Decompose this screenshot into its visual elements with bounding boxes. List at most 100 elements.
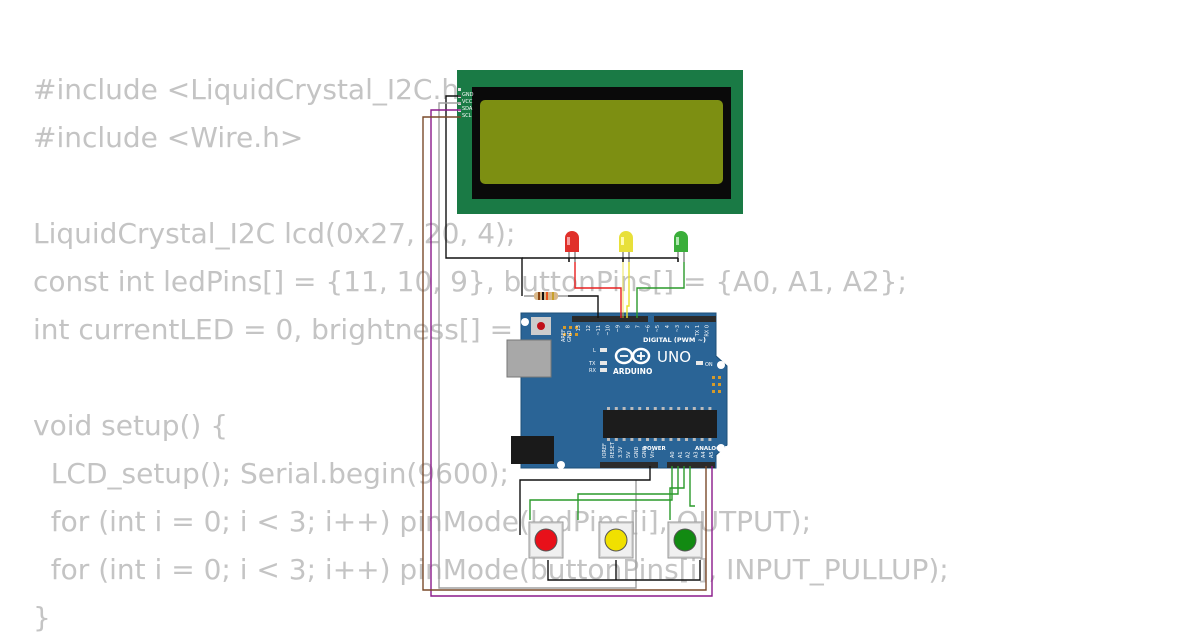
lcd-pin-scl: SCL bbox=[462, 113, 472, 119]
pin-label: ~11 bbox=[596, 325, 602, 336]
wire-led-red bbox=[574, 262, 622, 318]
wire-lcd-scl bbox=[422, 116, 707, 591]
rx-led bbox=[600, 368, 607, 372]
button-red[interactable] bbox=[528, 521, 564, 559]
wire-btn-red bbox=[529, 466, 673, 520]
pin-label: ~3 bbox=[675, 325, 681, 332]
pin-label: ~5 bbox=[655, 325, 661, 332]
wire-led-yellow bbox=[626, 262, 630, 318]
button-red-cap bbox=[534, 528, 558, 552]
button-green[interactable] bbox=[667, 521, 703, 559]
resistor[interactable] bbox=[524, 292, 568, 300]
lcd-pin-gnd: GND bbox=[462, 92, 474, 98]
reset-button[interactable] bbox=[537, 322, 545, 330]
mounting-hole bbox=[557, 461, 565, 469]
digital-header bbox=[572, 316, 648, 322]
wire-resistor-gnd bbox=[568, 295, 599, 318]
pin-label: GND bbox=[634, 446, 640, 458]
digital-header bbox=[654, 316, 716, 322]
chip-pin bbox=[700, 438, 704, 441]
wire-btn-green bbox=[669, 466, 685, 520]
code-line: #include <LiquidCrystal_I2C.h> bbox=[33, 73, 483, 106]
led-green[interactable] bbox=[674, 231, 688, 262]
wires bbox=[422, 95, 713, 597]
code-line: #include <Wire.h> bbox=[33, 121, 304, 154]
chip-pin bbox=[685, 438, 688, 441]
chip-pin bbox=[669, 407, 673, 410]
button-yellow-cap bbox=[604, 528, 628, 552]
wire-btn-gnd bbox=[519, 466, 701, 581]
pin-label: Vin bbox=[650, 450, 656, 458]
wire-lcd-sda bbox=[430, 109, 713, 597]
wire-btn-green-2 bbox=[689, 466, 695, 507]
pin-label: GND bbox=[642, 446, 648, 458]
chip-pin bbox=[607, 438, 610, 441]
lcd-module[interactable]: GND VCC SDA SCL bbox=[457, 70, 743, 214]
usb-connector bbox=[506, 339, 552, 378]
mounting-hole bbox=[717, 444, 725, 452]
button-yellow[interactable] bbox=[598, 521, 634, 559]
chip-pin bbox=[708, 407, 712, 410]
pin-label: 3.3V bbox=[618, 446, 624, 458]
wire-btn-yellow bbox=[577, 466, 679, 520]
pin-label: A0 bbox=[670, 451, 676, 458]
pin-label: A5 bbox=[709, 451, 715, 458]
chip-pin bbox=[677, 438, 681, 441]
chip-pin bbox=[692, 407, 696, 410]
analog-header bbox=[667, 462, 715, 468]
lcd-screen bbox=[480, 100, 723, 184]
rx-label: RX bbox=[589, 368, 596, 374]
l-label: L bbox=[593, 348, 596, 354]
pin-label: ~9 bbox=[616, 325, 622, 332]
led-red[interactable] bbox=[565, 231, 579, 262]
led-red-body bbox=[565, 231, 579, 252]
mounting-hole bbox=[521, 318, 529, 326]
analog-label: ANALOG IN bbox=[695, 446, 730, 452]
pin-label: 7 bbox=[635, 325, 641, 328]
chip-pin bbox=[653, 407, 657, 410]
chip-pin bbox=[622, 438, 626, 441]
code-line: LiquidCrystal_I2C lcd(0x27, 20, 4); bbox=[33, 217, 516, 250]
wire-lcd-gnd bbox=[445, 95, 523, 296]
on-label: ON bbox=[705, 362, 713, 368]
code-line: void setup() { bbox=[33, 409, 229, 442]
chip-pin bbox=[685, 407, 688, 410]
l-led bbox=[600, 348, 607, 352]
pin-label: IOREF bbox=[602, 443, 608, 458]
led-yellow-body bbox=[619, 231, 633, 252]
chip-pin bbox=[646, 438, 649, 441]
power-header bbox=[600, 462, 658, 468]
chip-pin bbox=[661, 438, 665, 441]
lcd-pin-sda: SDA bbox=[462, 106, 473, 112]
chip-pin bbox=[638, 438, 642, 441]
uno-label: UNO bbox=[657, 348, 691, 366]
pin-label: RESET bbox=[610, 441, 616, 458]
code-line: const int ledPins[] = {11, 10, 9}, butto… bbox=[33, 265, 907, 298]
pin-label: A1 bbox=[678, 451, 684, 458]
led-green-body bbox=[674, 231, 688, 252]
power-jack bbox=[511, 436, 554, 464]
chip-pin bbox=[677, 407, 681, 410]
chip-pin bbox=[661, 407, 665, 410]
mounting-hole bbox=[717, 361, 725, 369]
tx-label: TX bbox=[588, 361, 596, 367]
chip-pin bbox=[630, 407, 634, 410]
arduino-brand-label: ARDUINO bbox=[613, 367, 652, 376]
pin-label: ~6 bbox=[645, 325, 651, 332]
digital-label: DIGITAL (PWM ~) bbox=[643, 336, 706, 344]
pin-label: 2 bbox=[685, 325, 691, 328]
gnd-label: GND bbox=[567, 330, 573, 342]
pin-label: ~10 bbox=[606, 325, 612, 336]
chip-pin bbox=[607, 407, 610, 410]
pin-label: A2 bbox=[686, 451, 692, 458]
chip-pin bbox=[630, 438, 634, 441]
pin-label: 8 bbox=[626, 325, 632, 328]
wire-led-green bbox=[636, 262, 685, 318]
chip-pin bbox=[646, 407, 649, 410]
tx-led bbox=[600, 361, 607, 365]
code-line: LCD_setup(); Serial.begin(9600); bbox=[33, 457, 509, 490]
